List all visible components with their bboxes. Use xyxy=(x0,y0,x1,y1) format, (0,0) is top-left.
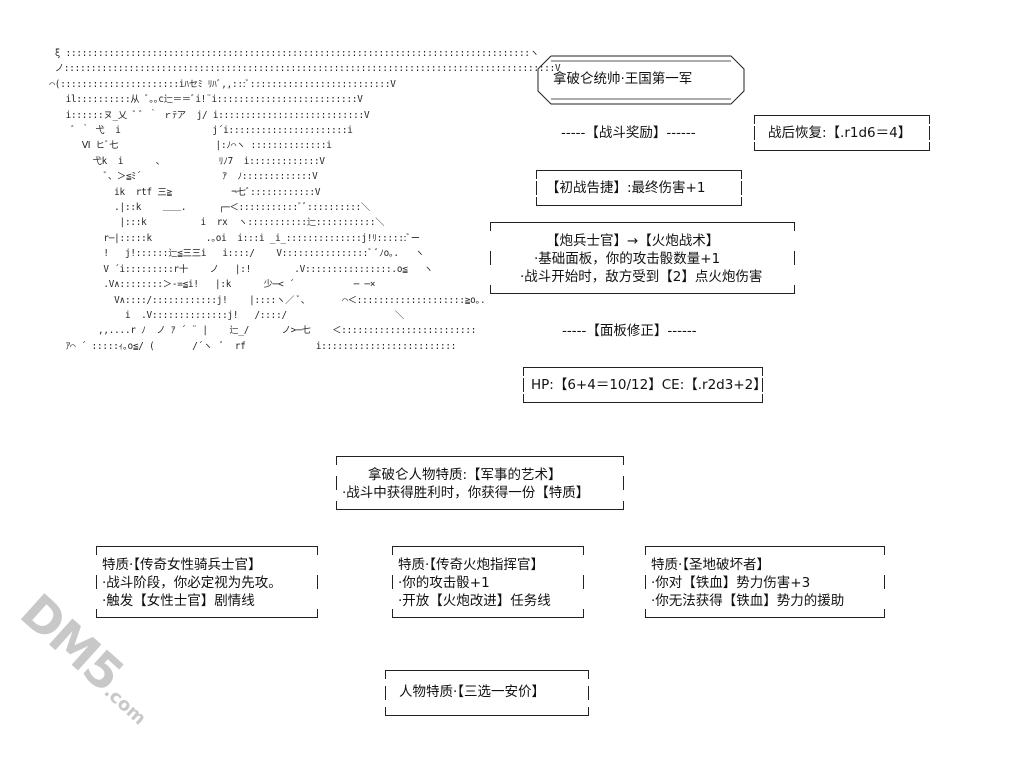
first-victory-box: 【初战告捷】:最终伤害+1 xyxy=(536,170,742,206)
bottom-choice-box: 人物特质·【三选一安价】 xyxy=(385,670,589,716)
top-title: 拿破仑统帅·王国第一军 xyxy=(553,71,693,87)
trait-card-3-line-2: ·你对【铁血】势力伤害+3 xyxy=(651,575,811,591)
trait-card-1-line-3: ·触发【女性士官】剧情线 xyxy=(102,593,255,609)
ascii-art-napoleon: ξ ::::::::::::::::::::::::::::::::::::::… xyxy=(49,48,561,352)
napoleon-trait-line-1: 拿破仑人物特质:【军事的艺术】 xyxy=(368,467,562,483)
trait-card-3-line-1: 特质·【圣地破坏者】 xyxy=(651,557,771,573)
top-title-hexagon: 拿破仑统帅·王国第一军 xyxy=(537,55,745,105)
artillery-box: 【炮兵士官】→【火炮战术】 ·基础面板，你的攻击骰数量+1 ·战斗开始时，敌方受… xyxy=(490,222,795,294)
post-battle-recovery-box: 战后恢复:【.r1d6＝4】 xyxy=(754,115,930,151)
artillery-line-1: 【炮兵士官】→【火炮战术】 xyxy=(546,233,720,249)
first-victory: 【初战告捷】:最终伤害+1 xyxy=(546,180,706,196)
napoleon-trait-box: 拿破仑人物特质:【军事的艺术】 ·战斗中获得胜利时，你获得一份【特质】 xyxy=(336,456,624,510)
stats: HP:【6+4＝10/12】CE:【.r2d3+2】 xyxy=(531,377,767,393)
watermark-suffix: .com xyxy=(99,681,150,730)
stats-box: HP:【6+4＝10/12】CE:【.r2d3+2】 xyxy=(523,367,767,403)
trait-card-3-line-3: ·你无法获得【铁血】势力的援助 xyxy=(651,593,845,609)
trait-card-1: 特质·【传奇女性骑兵士官】 ·战斗阶段，你必定视为先攻。 ·触发【女性士官】剧情… xyxy=(96,546,318,618)
trait-card-3: 特质·【圣地破坏者】 ·你对【铁血】势力伤害+3 ·你无法获得【铁血】势力的援助 xyxy=(645,546,885,618)
trait-card-2-line-2: ·你的攻击骰+1 xyxy=(398,575,490,591)
trait-card-2-line-3: ·开放【火炮改进】任务线 xyxy=(398,593,551,609)
trait-card-2-line-1: 特质·【传奇火炮指挥官】 xyxy=(398,557,545,573)
post-battle-recovery: 战后恢复:【.r1d6＝4】 xyxy=(768,125,912,141)
trait-card-2: 特质·【传奇火炮指挥官】 ·你的攻击骰+1 ·开放【火炮改进】任务线 xyxy=(392,546,584,618)
panel-fix-header: -----【面板修正】------ xyxy=(562,323,697,339)
battle-reward-header: -----【战斗奖励】------ xyxy=(561,125,696,141)
artillery-line-3: ·战斗开始时，敌方受到【2】点火炮伤害 xyxy=(520,269,763,285)
artillery-line-2: ·基础面板，你的攻击骰数量+1 xyxy=(534,251,721,267)
napoleon-trait-line-2: ·战斗中获得胜利时，你获得一份【特质】 xyxy=(342,485,590,501)
trait-card-1-line-2: ·战斗阶段，你必定视为先攻。 xyxy=(102,575,282,591)
bottom-choice: 人物特质·【三选一安价】 xyxy=(399,684,546,700)
hexagon-frame xyxy=(537,55,745,105)
trait-card-1-line-1: 特质·【传奇女性骑兵士官】 xyxy=(102,557,262,573)
